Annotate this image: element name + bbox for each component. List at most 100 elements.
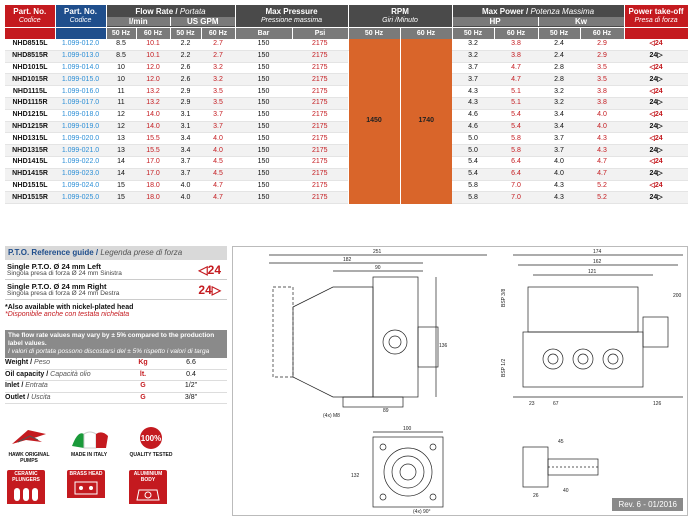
cell-kw60: 3.8 — [580, 85, 625, 98]
cell-hp60: 5.1 — [494, 97, 539, 110]
quality-seal-icon: 100% — [140, 427, 162, 449]
cell-pto: ◁24 — [624, 156, 689, 169]
cell-code: 1.099-024.0 — [55, 180, 106, 193]
pto-guide-title: P.T.O. Reference guide / Legenda prese d… — [5, 246, 227, 260]
cell-l50: 8.5 — [106, 50, 136, 63]
cell-hp60: 3.8 — [494, 39, 539, 51]
cell-kw50: 4.0 — [538, 168, 581, 181]
spec-value: 0.4 — [186, 370, 196, 378]
cell-psi: 2175 — [292, 73, 349, 87]
cell-l50: 11 — [106, 97, 136, 110]
cell-pto: 24▷ — [624, 121, 689, 134]
spec-unit: G — [140, 382, 146, 389]
cell-l50: 12 — [106, 121, 136, 134]
cell-hp50: 5.0 — [452, 144, 495, 157]
cell-bar: 150 — [235, 109, 292, 122]
cell-kw60: 3.5 — [580, 62, 625, 75]
cell-pn: NHD1515R — [5, 191, 55, 205]
cell-g50: 2.2 — [170, 39, 201, 51]
cell-code: 1.099-018.0 — [55, 109, 106, 122]
cell-hp60: 5.1 — [494, 85, 539, 98]
cell-l60: 13.2 — [136, 85, 170, 98]
cell-code: 1.099-017.0 — [55, 97, 106, 110]
aluminium-badge: ALUMINIUM BODY — [129, 470, 167, 506]
code-header: Part. No.Codice — [55, 5, 107, 28]
cell-g50: 4.0 — [170, 191, 201, 205]
cell-g50: 3.7 — [170, 168, 201, 181]
cell-bar: 150 — [235, 132, 292, 146]
svg-text:90: 90 — [375, 265, 381, 271]
cell-hp60: 5.8 — [494, 144, 539, 157]
cell-pn: NHD1315R — [5, 144, 55, 157]
spec-label: Weight / Peso — [5, 359, 51, 366]
cell-bar: 150 — [235, 121, 292, 134]
cell-kw50: 2.4 — [538, 50, 581, 63]
rpm-60hz-cell: 1740 — [399, 39, 453, 204]
spec-table: Part. No.Codice Part. No.Codice Flow Rat… — [5, 5, 689, 205]
cell-g50: 2.2 — [170, 50, 201, 63]
cell-l60: 14.0 — [136, 121, 170, 134]
cell-l60: 15.5 — [136, 144, 170, 157]
cell-bar: 150 — [235, 97, 292, 110]
cell-psi: 2175 — [292, 121, 349, 134]
cell-l60: 15.5 — [136, 132, 170, 146]
cell-code: 1.099-015.0 — [55, 73, 106, 87]
pto-left-symbol: ◁24 — [198, 263, 221, 277]
svg-text:(4x) M8: (4x) M8 — [323, 413, 340, 419]
cell-kw60: 5.2 — [580, 191, 625, 205]
cell-psi: 2175 — [292, 132, 349, 146]
cell-g60: 3.7 — [201, 121, 235, 134]
cell-l50: 10 — [106, 62, 136, 75]
cell-pn: NHD1015R — [5, 73, 55, 87]
cell-code: 1.099-013.0 — [55, 50, 106, 63]
cell-pto: ◁24 — [624, 39, 689, 51]
cell-kw60: 4.0 — [580, 109, 625, 122]
svg-text:132: 132 — [351, 473, 360, 479]
cell-g50: 3.1 — [170, 109, 201, 122]
cell-l50: 14 — [106, 168, 136, 181]
cell-kw50: 2.8 — [538, 73, 581, 87]
aluminium-body-icon — [129, 484, 167, 504]
cell-kw50: 3.2 — [538, 85, 581, 98]
cell-l60: 14.0 — [136, 109, 170, 122]
cell-pto: 24▷ — [624, 97, 689, 110]
cell-psi: 2175 — [292, 191, 349, 205]
cell-psi: 2175 — [292, 39, 349, 51]
brass-badge: BRASS HEAD — [67, 470, 105, 500]
cell-hp50: 4.3 — [452, 97, 495, 110]
pto-right-symbol: 24▷ — [198, 283, 221, 297]
svg-text:174: 174 — [593, 249, 602, 255]
cell-l60: 18.0 — [136, 180, 170, 193]
cell-g60: 4.5 — [201, 168, 235, 181]
technical-drawing: 251 182 90 (4x) M8 89 136 174 162 121 — [232, 246, 688, 516]
cell-hp60: 5.4 — [494, 109, 539, 122]
cell-bar: 150 — [235, 168, 292, 181]
cell-g60: 2.7 — [201, 50, 235, 63]
cell-l60: 13.2 — [136, 97, 170, 110]
cell-bar: 150 — [235, 73, 292, 87]
cell-pn: NHD1015L — [5, 62, 55, 75]
cell-code: 1.099-019.0 — [55, 121, 106, 134]
cell-bar: 150 — [235, 85, 292, 98]
cell-g50: 3.7 — [170, 156, 201, 169]
cell-hp60: 4.7 — [494, 73, 539, 87]
cell-kw60: 4.3 — [580, 144, 625, 157]
cell-l60: 17.0 — [136, 168, 170, 181]
svg-text:126: 126 — [653, 401, 662, 407]
cell-l50: 15 — [106, 180, 136, 193]
nickel-note: *Also available with nickel-plated head … — [5, 304, 134, 318]
cell-code: 1.099-012.0 — [55, 39, 106, 51]
cell-g60: 4.0 — [201, 132, 235, 146]
cell-g50: 2.6 — [170, 62, 201, 75]
svg-text:251: 251 — [373, 249, 382, 255]
cell-pto: ◁24 — [624, 132, 689, 146]
cell-hp50: 5.8 — [452, 180, 495, 193]
spec-label: Outlet / Uscita — [5, 393, 51, 401]
cell-code: 1.099-020.0 — [55, 132, 106, 146]
